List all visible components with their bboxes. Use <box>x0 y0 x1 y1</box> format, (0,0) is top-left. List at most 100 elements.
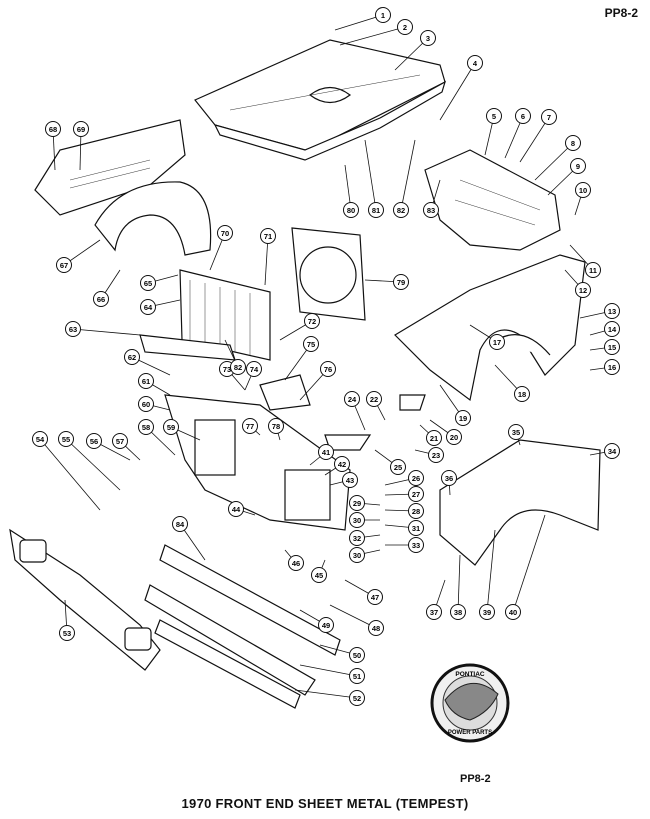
callout-44: 44 <box>228 501 244 517</box>
callout-circle <box>575 182 591 198</box>
callout-circle <box>343 202 359 218</box>
callout-circle <box>397 19 413 35</box>
callout-leader-line <box>264 235 269 286</box>
callout-74: 74 <box>246 361 262 377</box>
callout-number: 49 <box>322 621 330 630</box>
callout-19: 19 <box>455 410 471 426</box>
callout-31: 31 <box>408 520 424 536</box>
callout-11: 11 <box>585 262 601 278</box>
callout-circle <box>575 282 591 298</box>
callout-4: 4 <box>467 55 483 71</box>
callout-number: 24 <box>348 395 357 404</box>
callout-55: 55 <box>58 431 74 447</box>
callout-9: 9 <box>570 158 586 174</box>
callout-69: 69 <box>73 121 89 137</box>
callout-number: 52 <box>353 694 361 703</box>
callout-circle <box>486 108 502 124</box>
callout-circle <box>342 472 358 488</box>
callout-number: 37 <box>430 608 438 617</box>
callout-number: 29 <box>353 499 361 508</box>
callout-number: 68 <box>49 125 57 134</box>
callout-48: 48 <box>368 620 384 636</box>
callout-circle <box>311 567 327 583</box>
callout-number: 9 <box>576 162 580 171</box>
cowl-panel <box>34 119 186 216</box>
callout-number: 26 <box>412 474 420 483</box>
callout-number: 34 <box>608 447 617 456</box>
callout-circle <box>349 495 365 511</box>
headlamp-panel <box>9 528 161 671</box>
callout-number: 69 <box>77 125 85 134</box>
callout-number: 12 <box>579 286 587 295</box>
callout-circle <box>230 359 246 375</box>
callout-circle <box>408 537 424 553</box>
callout-22: 22 <box>366 391 382 407</box>
callout-24: 24 <box>344 391 360 407</box>
callout-number: 15 <box>608 343 616 352</box>
callout-70: 70 <box>217 225 233 241</box>
callout-circle <box>441 470 457 486</box>
callout-circle <box>515 108 531 124</box>
callout-circle <box>56 257 72 273</box>
callout-circle <box>304 313 320 329</box>
callout-52: 52 <box>349 690 365 706</box>
callout-leader-line <box>512 514 546 613</box>
front-fender-right <box>439 439 601 566</box>
callout-circle <box>565 135 581 151</box>
callout-circle <box>489 334 505 350</box>
callout-number: 35 <box>512 428 520 437</box>
callout-40: 40 <box>505 604 521 620</box>
callout-leader-line <box>339 26 406 46</box>
callout-51: 51 <box>349 668 365 684</box>
callout-number: 4 <box>473 59 478 68</box>
callout-84: 84 <box>172 516 188 532</box>
callout-number: 66 <box>97 295 105 304</box>
callout-number: 6 <box>521 112 525 121</box>
callout-number: 75 <box>307 340 315 349</box>
callout-circle <box>228 501 244 517</box>
callout-circle <box>163 419 179 435</box>
callout-number: 76 <box>324 365 332 374</box>
callout-circle <box>604 443 620 459</box>
callout-30: 30 <box>349 547 365 563</box>
callout-number: 45 <box>315 571 323 580</box>
callout-number: 30 <box>353 551 361 560</box>
callout-number: 73 <box>223 365 231 374</box>
callout-circle <box>124 349 140 365</box>
callout-circle <box>246 361 262 377</box>
callout-circle <box>420 30 436 46</box>
callout-leader-line <box>519 116 550 163</box>
callout-number: 39 <box>483 608 491 617</box>
callout-number: 32 <box>353 534 361 543</box>
callout-82: 82 <box>393 202 409 218</box>
callout-circle <box>140 275 156 291</box>
callout-30: 30 <box>349 512 365 528</box>
hood <box>194 39 446 161</box>
callout-number: 54 <box>36 435 45 444</box>
callout-circle <box>138 373 154 389</box>
callout-number: 28 <box>412 507 420 516</box>
callout-number: 1 <box>381 11 385 20</box>
callout-61: 61 <box>138 373 154 389</box>
callout-26: 26 <box>408 470 424 486</box>
callout-13: 13 <box>604 303 620 319</box>
callout-number: 8 <box>571 139 575 148</box>
grille-and-bumper <box>144 544 341 709</box>
callout-49: 49 <box>318 617 334 633</box>
callout-circle <box>366 391 382 407</box>
callout-number: 62 <box>128 353 136 362</box>
callout-66: 66 <box>93 291 109 307</box>
callout-64: 64 <box>140 299 156 315</box>
callout-circle <box>288 555 304 571</box>
callout-12: 12 <box>575 282 591 298</box>
callout-number: 58 <box>142 423 150 432</box>
callout-2: 2 <box>397 19 413 35</box>
callout-75: 75 <box>303 336 319 352</box>
callout-43: 43 <box>342 472 358 488</box>
callout-63: 63 <box>65 321 81 337</box>
callout-circle <box>604 303 620 319</box>
callout-3: 3 <box>420 30 436 46</box>
callout-number: 59 <box>167 423 175 432</box>
callout-number: 48 <box>372 624 380 633</box>
callout-38: 38 <box>450 604 466 620</box>
